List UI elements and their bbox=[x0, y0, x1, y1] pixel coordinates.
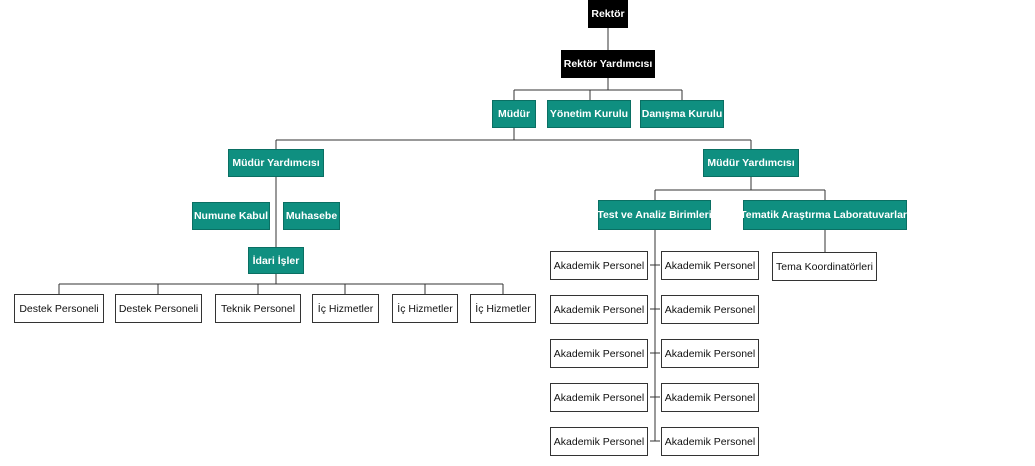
node-akademik-personel: Akademik Personel bbox=[550, 383, 648, 412]
node-staff: İç Hizmetler bbox=[470, 294, 536, 323]
node-akademik-personel: Akademik Personel bbox=[550, 339, 648, 368]
node-akademik-personel: Akademik Personel bbox=[661, 427, 759, 456]
node-test-analiz: Test ve Analiz Birimleri bbox=[597, 200, 712, 230]
node-muhasebe: Muhasebe bbox=[283, 202, 340, 230]
node-akademik-personel: Akademik Personel bbox=[661, 383, 759, 412]
node-akademik-personel: Akademik Personel bbox=[550, 295, 648, 324]
node-tema-koordinatorleri: Tema Koordinatörleri bbox=[772, 252, 877, 281]
node-akademik-personel: Akademik Personel bbox=[550, 427, 648, 456]
node-akademik-personel: Akademik Personel bbox=[661, 251, 759, 280]
node-rektor-yardimcisi: Rektör Yardımcısı bbox=[561, 50, 655, 78]
node-danisma-kurulu: Danışma Kurulu bbox=[640, 100, 724, 128]
node-staff: Destek Personeli bbox=[115, 294, 202, 323]
node-akademik-personel: Akademik Personel bbox=[661, 295, 759, 324]
node-rektor: Rektör bbox=[588, 0, 628, 28]
node-mudur-yardimcisi-left: Müdür Yardımcısı bbox=[228, 149, 324, 177]
node-akademik-personel: Akademik Personel bbox=[550, 251, 648, 280]
node-yonetim-kurulu: Yönetim Kurulu bbox=[547, 100, 631, 128]
node-akademik-personel: Akademik Personel bbox=[661, 339, 759, 368]
node-staff: Teknik Personel bbox=[215, 294, 301, 323]
node-staff: İç Hizmetler bbox=[392, 294, 458, 323]
node-numune-kabul: Numune Kabul bbox=[192, 202, 270, 230]
node-staff: Destek Personeli bbox=[14, 294, 104, 323]
node-mudur: Müdür bbox=[492, 100, 536, 128]
node-staff: İç Hizmetler bbox=[312, 294, 379, 323]
node-tematik: Tematik Araştırma Laboratuvarları bbox=[740, 200, 910, 230]
node-idari-isler: İdari İşler bbox=[248, 247, 304, 274]
node-mudur-yardimcisi-right: Müdür Yardımcısı bbox=[703, 149, 799, 177]
